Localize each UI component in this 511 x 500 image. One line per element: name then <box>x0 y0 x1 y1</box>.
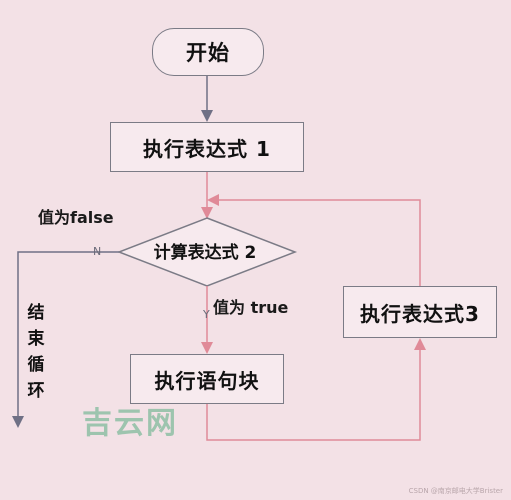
end-loop-label: 结 束 循 环 <box>26 300 46 404</box>
arrow-block-to-exec3 <box>206 338 426 441</box>
condition-label: 计算表达式 2 <box>153 243 257 263</box>
end-loop-char: 环 <box>27 381 45 401</box>
exec-expr1-node: 执行表达式 1 <box>110 122 304 172</box>
statement-block-node: 执行语句块 <box>130 354 284 404</box>
exec-expr3-node: 执行表达式3 <box>343 286 497 338</box>
yes-marker: Y <box>203 308 210 321</box>
true-label: 值为 true <box>213 298 289 317</box>
start-node: 开始 <box>152 28 264 76</box>
end-loop-char: 结 <box>27 303 45 323</box>
watermark: 吉云网 <box>82 406 178 441</box>
arrow-condition-to-end <box>12 251 119 428</box>
no-marker: N <box>93 245 102 258</box>
end-loop-char: 循 <box>27 355 45 375</box>
credit-text: CSDN @南京邮电大学Brister <box>408 487 503 495</box>
false-label: 值为false <box>38 208 114 227</box>
end-loop-char: 束 <box>27 329 45 349</box>
arrow-exec3-to-condition <box>207 194 421 286</box>
